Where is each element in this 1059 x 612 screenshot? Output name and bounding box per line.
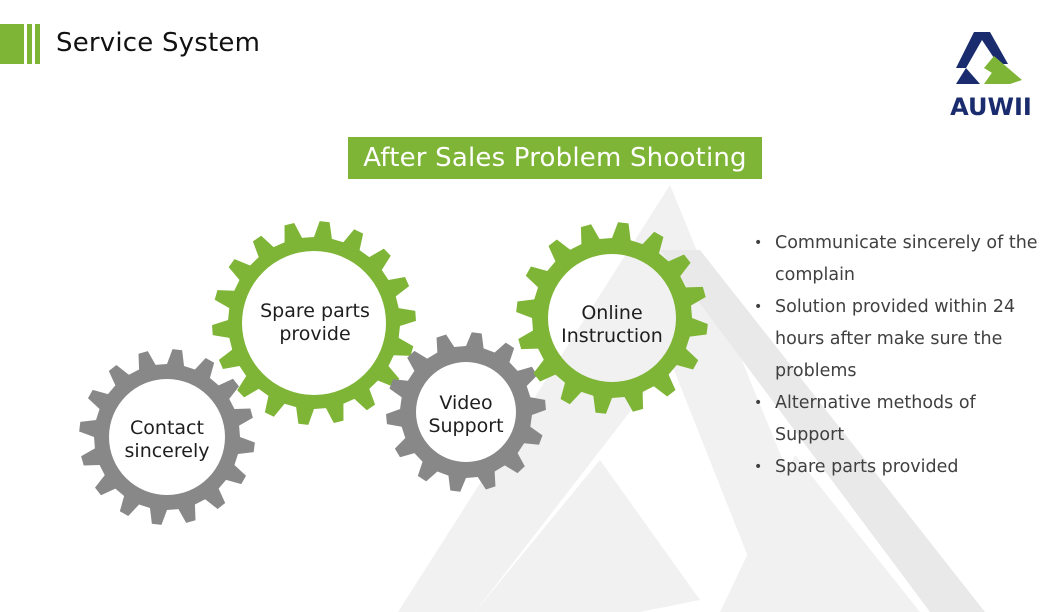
bullet-item: Solution provided within 24 hours after …	[752, 291, 1042, 387]
bullet-item: Spare parts provided	[752, 451, 1042, 483]
gear-video-support	[386, 332, 546, 492]
bullet-list: Communicate sincerely of the complain So…	[752, 227, 1042, 483]
bullet-item: Alternative methods of Support	[752, 387, 1042, 451]
gear-contact	[79, 349, 255, 525]
gear-spare-parts	[212, 221, 416, 425]
bullet-item: Communicate sincerely of the complain	[752, 227, 1042, 291]
gear-online-instruction	[516, 222, 708, 414]
gear-label-video-support: Video Support	[428, 392, 504, 437]
logo-text: AUWII	[950, 93, 1032, 120]
gear-label-online-instruction: Online Instruction	[561, 302, 663, 347]
auwii-logo: AUWII	[950, 32, 1032, 120]
header-accent-bars	[0, 24, 40, 64]
section-banner: After Sales Problem Shooting	[348, 137, 762, 179]
page-title: Service System	[56, 28, 261, 58]
gear-label-contact: Contact sincerely	[124, 417, 210, 462]
gear-label-spare-parts: Spare parts provide	[260, 300, 370, 345]
